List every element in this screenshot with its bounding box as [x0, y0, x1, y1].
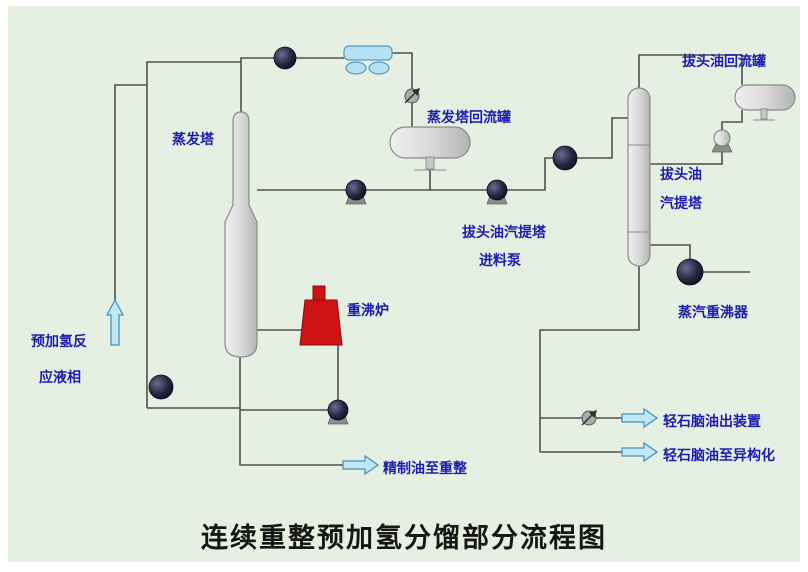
pipe-feed-riser: [114, 84, 147, 302]
valve-arrow-head: [412, 88, 420, 96]
naphtha-out-arrow: [621, 407, 659, 429]
pipe-pumpD-discharge: [650, 152, 723, 165]
valve-arrow-head: [589, 410, 597, 418]
control-valve-naphtha: [581, 410, 597, 426]
label-naphtha-out: 轻石脑油出装置: [663, 413, 761, 429]
evaporation-tower: [224, 111, 258, 358]
condenser-fan-right: [368, 61, 390, 75]
overhead-exchanger-sphere: [273, 46, 297, 70]
label-reboiler-furnace: 重沸炉: [347, 302, 389, 318]
condenser-body: [343, 45, 393, 61]
label-overhead-reflux-drum: 拔头油回流罐: [682, 53, 766, 69]
naphtha-isom-arrow: [621, 441, 659, 463]
pipe-evap-bottoms: [239, 357, 343, 466]
control-valve-overhead: [404, 88, 420, 104]
steam-reboiler-sphere: [676, 258, 704, 286]
stripper-column: [627, 87, 651, 267]
drum-support: [425, 156, 435, 170]
label-stripper-line2: 汽提塔: [660, 195, 702, 211]
pump-casing: [327, 399, 349, 421]
bottoms-exchanger-sphere: [148, 374, 174, 400]
pipe-reboiler-feed: [650, 244, 691, 260]
pipe-stripper-overhead: [638, 54, 743, 88]
pipe-stripper-feed: [507, 117, 628, 191]
feed-stream-arrow: [105, 298, 125, 346]
stripper-tray-lines: [628, 144, 650, 233]
label-evap-reflux-drum: 蒸发塔回流罐: [427, 109, 511, 125]
feed-exchanger-sphere: [552, 145, 578, 171]
reflux-pump: [345, 179, 367, 205]
pipe-left-vertical: [146, 61, 241, 408]
pipe-stripper-bottoms: [539, 265, 640, 452]
furnace-body: [299, 299, 343, 346]
overhead-reflux-drum: [734, 84, 796, 111]
label-naphtha-isom: 轻石脑油至异构化: [663, 447, 775, 463]
label-steam-reboiler: 蒸汽重沸器: [678, 304, 748, 320]
pipe-condenser-out: [392, 52, 413, 89]
pipe-evap-overhead: [240, 57, 344, 112]
air-cooler: [343, 45, 393, 75]
overhead-drum-pump: [711, 129, 733, 153]
label-feed-line1: 预加氢反: [31, 333, 87, 349]
label-evap-tower: 蒸发塔: [172, 131, 214, 147]
label-feed-line2: 应液相: [39, 369, 81, 385]
reboiler-furnace: [299, 285, 343, 346]
pump-casing: [345, 179, 367, 201]
label-stripper-line1: 拔头油: [660, 166, 702, 182]
evap-reflux-drum: [389, 126, 471, 159]
bottoms-circulation-pump: [327, 399, 349, 425]
condenser-fan-left: [345, 61, 367, 75]
label-feed-pump-line2: 进料泵: [479, 252, 521, 268]
label-refined-oil: 精制油至重整: [383, 460, 467, 476]
refined-oil-arrow: [342, 454, 380, 476]
diagram-title: 连续重整预加氢分馏部分流程图: [201, 523, 607, 553]
pipe-drum2-out: [721, 110, 743, 130]
diagram-background: [8, 6, 800, 562]
pipes: [114, 52, 750, 466]
pump-casing: [486, 179, 508, 201]
label-feed-pump-line1: 拔头油汽提塔: [462, 224, 546, 240]
stripper-feed-pump: [486, 179, 508, 205]
pump-casing: [713, 129, 731, 147]
drum2-support: [760, 108, 768, 120]
